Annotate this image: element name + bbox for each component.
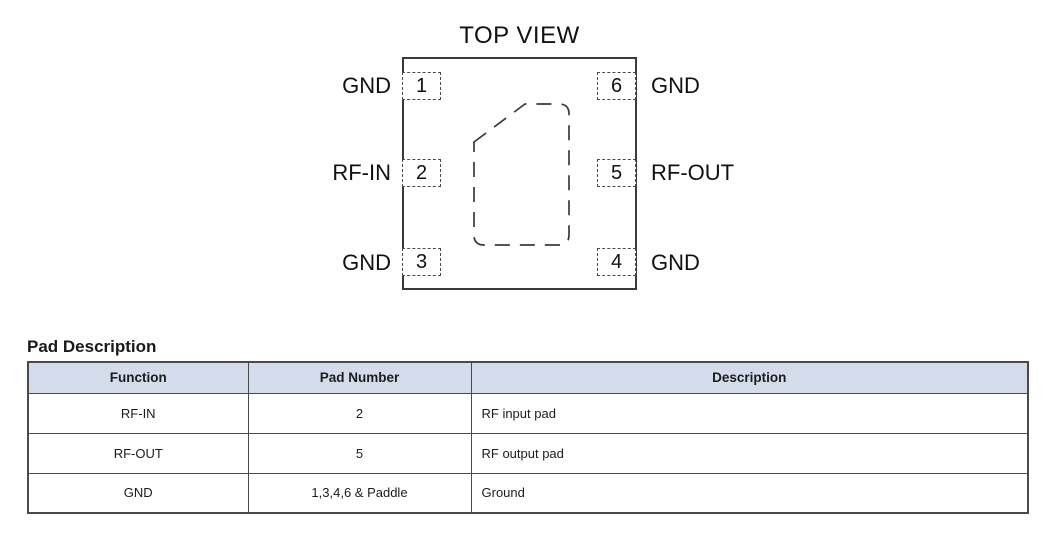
cell-description: Ground (470, 472, 1029, 514)
table-header-row: Function Pad Number Description (27, 361, 1029, 394)
cell-function: RF-IN (27, 392, 249, 434)
pad-5-number: 5 (610, 161, 623, 184)
cell-pad-number: 1,3,4,6 & Paddle (247, 472, 472, 514)
pad-3-box: 3 (402, 248, 441, 276)
column-header-pad-number: Pad Number (247, 361, 472, 394)
pad-description-table: Function Pad Number Description RF-IN 2 … (27, 361, 1029, 514)
pad-6-label: GND (651, 73, 700, 98)
pad-4-box: 4 (597, 248, 636, 276)
pad-3-number: 3 (415, 250, 428, 273)
pad-6-box: 6 (597, 72, 636, 100)
pad-4-label: GND (651, 250, 700, 275)
cell-pad-number: 2 (247, 392, 472, 434)
cell-function: RF-OUT (27, 432, 249, 474)
column-header-description: Description (470, 361, 1029, 394)
table-row: RF-OUT 5 RF output pad (27, 432, 1029, 474)
cell-description: RF input pad (470, 392, 1029, 434)
diagram-title: TOP VIEW (459, 22, 580, 49)
pad-1-label: GND (342, 73, 391, 98)
pad-2-box: 2 (402, 159, 441, 187)
pad-6-number: 6 (610, 74, 623, 97)
pad-3-label: GND (342, 250, 391, 275)
pad-4-number: 4 (610, 250, 623, 273)
exposed-paddle-outline (473, 103, 570, 246)
table-row: RF-IN 2 RF input pad (27, 392, 1029, 434)
cell-pad-number: 5 (247, 432, 472, 474)
pad-5-label: RF-OUT (651, 160, 735, 185)
column-header-function: Function (27, 361, 249, 394)
pad-2-number: 2 (415, 161, 428, 184)
pad-2-label: RF-IN (332, 160, 391, 185)
pad-1-box: 1 (402, 72, 441, 100)
cell-function: GND (27, 472, 249, 514)
table-row: GND 1,3,4,6 & Paddle Ground (27, 472, 1029, 514)
pad-description-heading: Pad Description (27, 337, 157, 356)
pad-5-box: 5 (597, 159, 636, 187)
cell-description: RF output pad (470, 432, 1029, 474)
pad-1-number: 1 (415, 74, 428, 97)
